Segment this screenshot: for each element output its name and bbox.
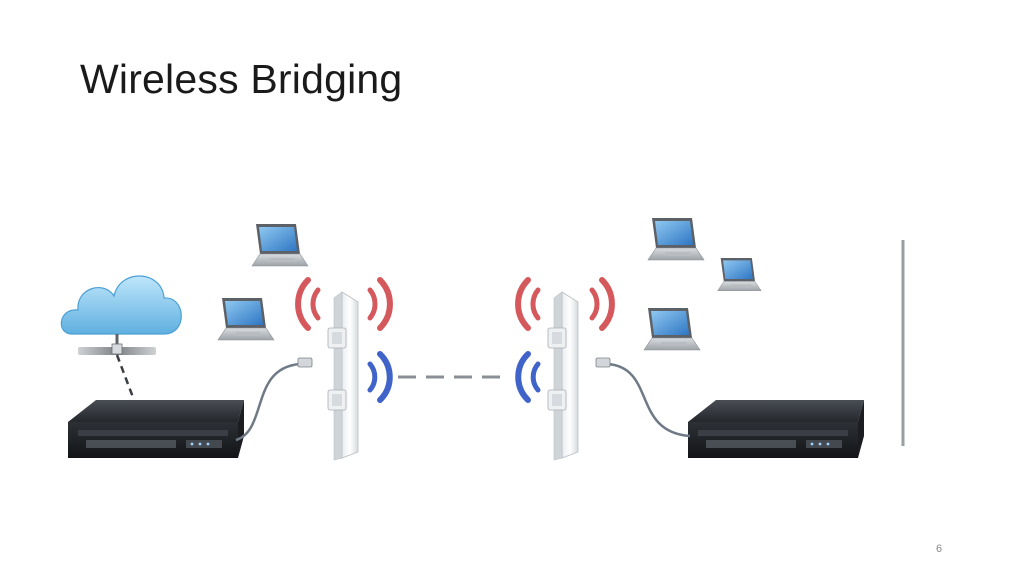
wifi-signal-icon [295, 277, 393, 331]
slide-title: Wireless Bridging [80, 56, 403, 102]
access-point-antenna-icon [327, 291, 359, 461]
laptop-icon [217, 297, 275, 341]
wifi-signal-icon [515, 277, 615, 331]
laptop-icon [717, 257, 762, 292]
ethernet-cable [235, 362, 301, 442]
router-icon [688, 400, 864, 458]
laptop-icon [251, 223, 309, 267]
router-icon [68, 400, 244, 458]
cable-connector [297, 357, 313, 368]
ethernet-cable [607, 362, 691, 438]
cable-connector [595, 357, 611, 368]
access-point-antenna-icon [547, 291, 579, 461]
laptop-icon [647, 217, 705, 261]
laptop-icon [643, 307, 701, 351]
cloud-icon [60, 275, 182, 401]
wifi-signal-icon [515, 351, 541, 403]
slide-number: 6 [936, 543, 943, 555]
wifi-signal-icon [367, 351, 393, 403]
